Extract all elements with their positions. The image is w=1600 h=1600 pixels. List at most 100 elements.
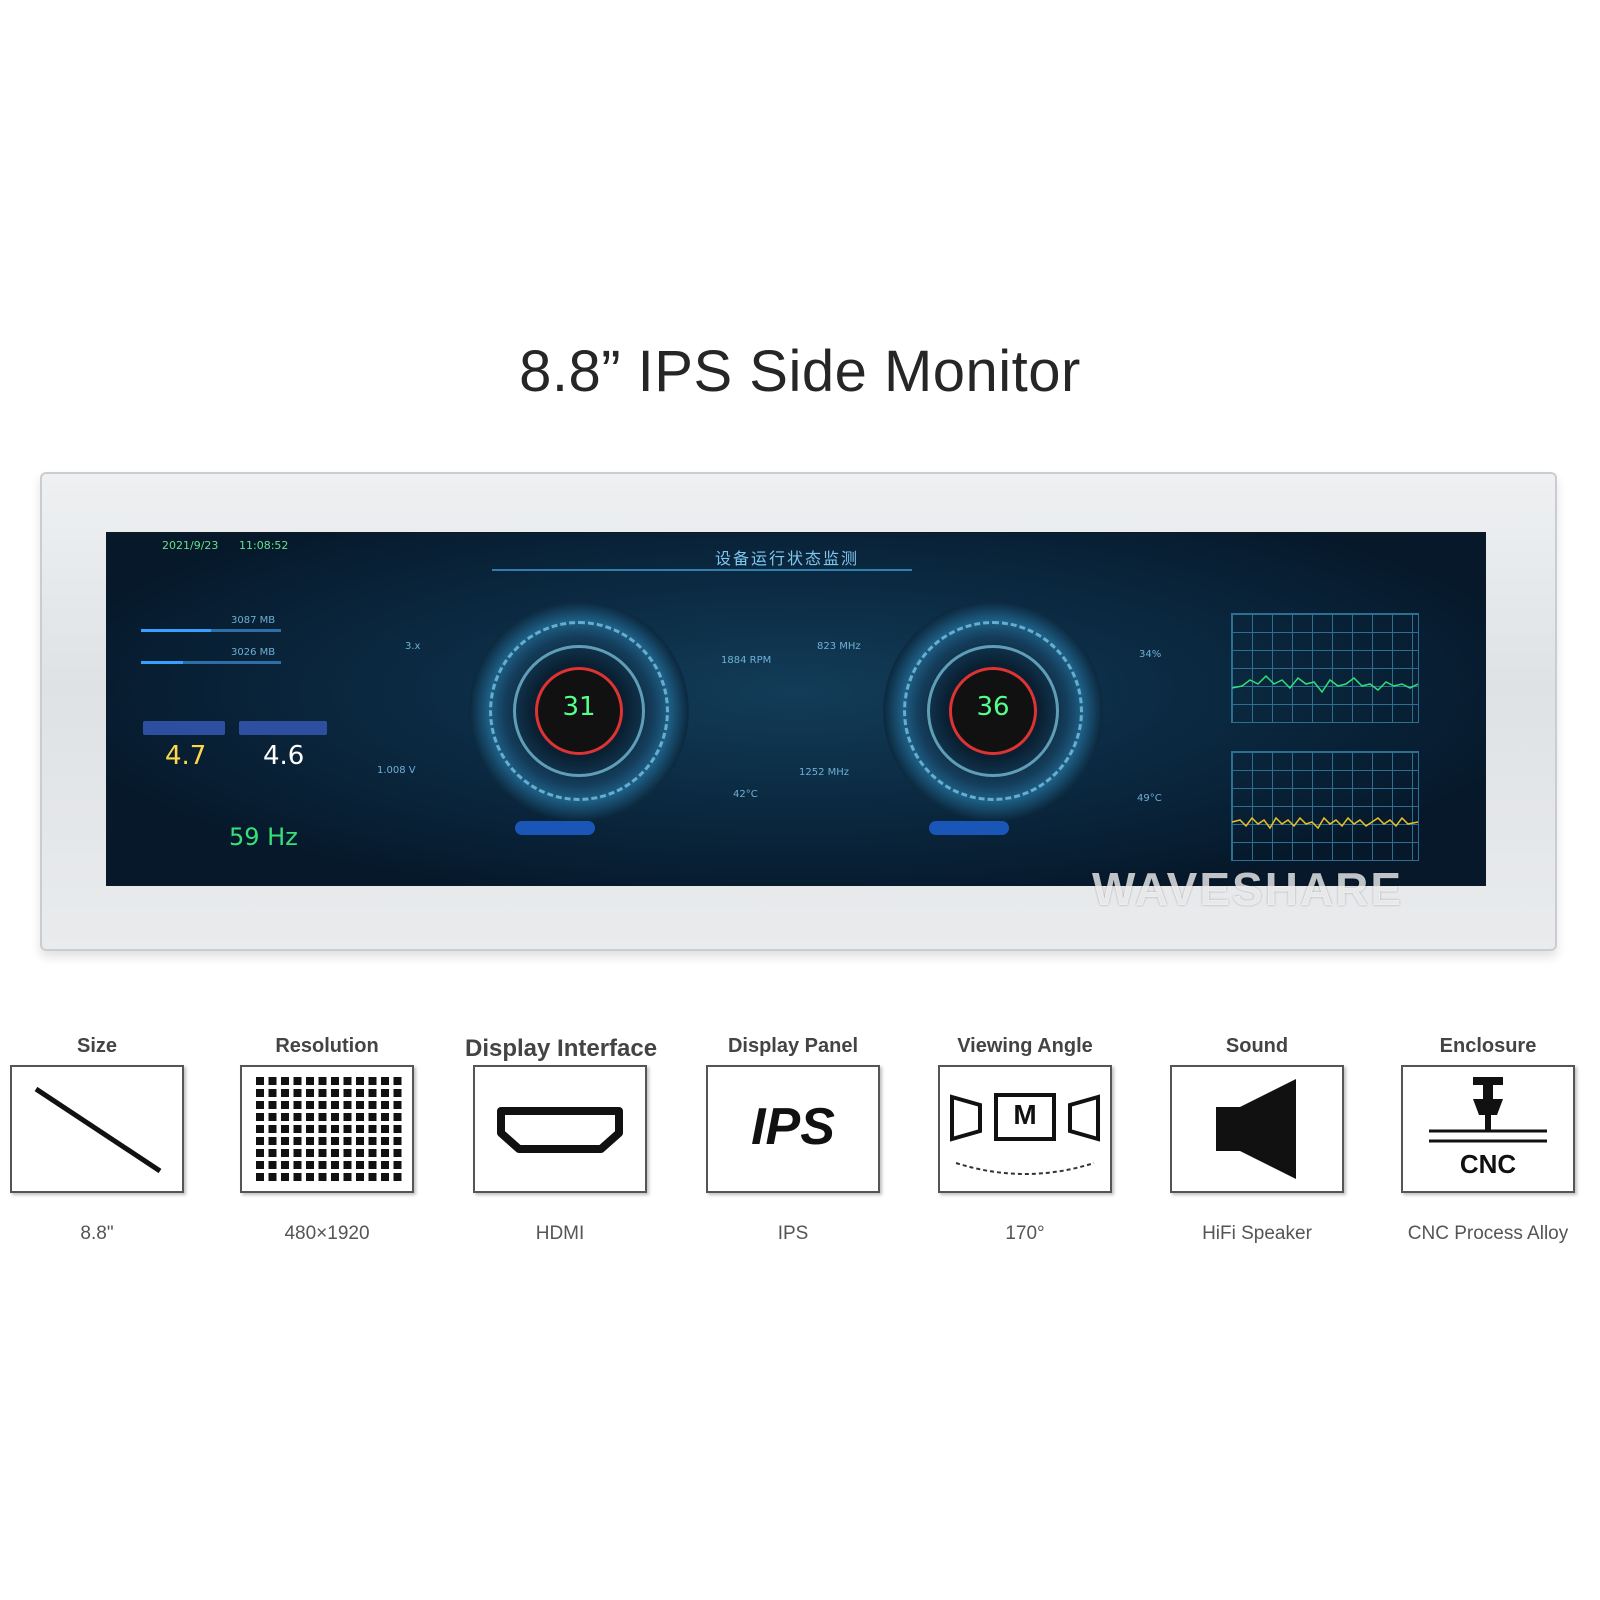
screen-time: 11:08:52: [239, 539, 289, 552]
memory-bar-2: [141, 661, 281, 664]
screen-date: 2021/9/23: [162, 539, 219, 552]
refresh-rate: 59 Hz: [229, 823, 298, 851]
monitor-bezel: 2021/9/23 11:08:52 设备运行状态监测 3087 MB 3026…: [40, 472, 1557, 951]
pixel-dot: [306, 1125, 314, 1133]
pixel-dot: [293, 1113, 302, 1121]
pixel-dot: [356, 1113, 364, 1121]
spec-enclosure-label: Enclosure: [1439, 1035, 1537, 1057]
pixel-dot: [281, 1125, 289, 1133]
gpu-usage-graph: [1231, 751, 1419, 861]
gpu-usage-value: 34%: [1139, 649, 1162, 660]
pixel-dot: [331, 1149, 339, 1157]
pixel-dot: [293, 1137, 302, 1145]
pixel-dot: [256, 1149, 264, 1157]
pixel-dot: [256, 1137, 264, 1145]
spec-resolution-label: Resolution: [275, 1035, 379, 1057]
pixel-dot: [268, 1137, 277, 1145]
pixel-dot: [318, 1089, 327, 1097]
pixel-dot: [281, 1161, 289, 1169]
pixel-dot: [356, 1101, 364, 1109]
pixel-dot: [256, 1089, 264, 1097]
pixel-dot: [343, 1173, 352, 1181]
pixel-dot: [343, 1149, 352, 1157]
pixel-dot: [381, 1113, 389, 1121]
pixel-dot: [368, 1149, 377, 1157]
pixel-dot: [393, 1149, 402, 1157]
viewing-angle-icon: M: [938, 1065, 1112, 1193]
gpu-gauge-ring-inner: [927, 645, 1059, 777]
cnc-icon: CNC: [1401, 1065, 1575, 1193]
pixel-dot: [393, 1125, 402, 1133]
pixel-dot: [381, 1077, 389, 1085]
pixel-dot: [318, 1173, 327, 1181]
gpu-gauge-ring-outer: [903, 621, 1083, 801]
spec-size-label: Size: [76, 1035, 118, 1057]
pixel-dot: [306, 1161, 314, 1169]
diagonal-line-icon: [10, 1065, 184, 1193]
pixel-dot: [281, 1149, 289, 1157]
mem-used-value: 3087 MB: [231, 615, 276, 626]
pixel-dot: [281, 1101, 289, 1109]
spec-viewing-angle-value: 170°: [1005, 1223, 1045, 1244]
cpu-gauge-ring-outer: [489, 621, 669, 801]
spec-size-value: 8.8": [80, 1223, 114, 1244]
ips-text-icon: IPS: [706, 1065, 880, 1193]
pixel-dot: [331, 1173, 339, 1181]
pixel-dot: [306, 1113, 314, 1121]
pixel-dot: [306, 1173, 314, 1181]
pixel-dot: [381, 1101, 389, 1109]
pixel-dot: [318, 1077, 327, 1085]
pixel-grid-icon: [240, 1065, 414, 1193]
spec-interface-label: Display Interface: [465, 1035, 658, 1062]
cpu-temp-value: 42°C: [733, 789, 758, 800]
pixel-dot: [318, 1101, 327, 1109]
spec-resolution: Resolution 480×1920: [232, 1035, 422, 1245]
pixel-dot: [268, 1101, 277, 1109]
spec-panel-value: IPS: [777, 1223, 809, 1244]
pixel-dot: [281, 1173, 289, 1181]
cpu-fan-value: 1884 RPM: [721, 655, 772, 666]
pixel-dot: [393, 1137, 402, 1145]
spec-resolution-value: 480×1920: [284, 1223, 370, 1244]
spec-enclosure-value: CNC Process Alloy: [1407, 1223, 1569, 1244]
pixel-dot: [331, 1125, 339, 1133]
pixel-dot: [268, 1173, 277, 1181]
pixel-dot: [268, 1089, 277, 1097]
pixel-dot: [256, 1161, 264, 1169]
pixel-dot: [393, 1161, 402, 1169]
cpu-gauge-ring-inner: [513, 645, 645, 777]
pixel-dot: [306, 1077, 314, 1085]
cpu-gauge: 31: [469, 601, 689, 821]
pixel-dot: [356, 1137, 364, 1145]
spec-interface: Display Interface HDMI: [465, 1035, 658, 1245]
pixel-dot: [343, 1161, 352, 1169]
pixel-dot: [256, 1101, 264, 1109]
pixel-dot: [306, 1149, 314, 1157]
upload-badge: [239, 721, 327, 735]
pixel-dot: [318, 1161, 327, 1169]
spec-enclosure: Enclosure CNC CNC Process Alloy: [1393, 1035, 1583, 1245]
memory-bar-1: [141, 629, 281, 632]
pixel-dot: [256, 1173, 264, 1181]
spec-panel-label: Display Panel: [727, 1035, 859, 1057]
cpu-usage-line: [1232, 674, 1418, 694]
cnc-icon-text: CNC: [1459, 1149, 1517, 1179]
gpu-mem-clock-value: 1252 MHz: [799, 767, 850, 778]
pixel-dot: [356, 1077, 364, 1085]
pixel-dot: [393, 1113, 402, 1121]
pixel-dot: [306, 1137, 314, 1145]
gpu-gauge-value: 36: [976, 692, 1010, 722]
pixel-dot: [293, 1161, 302, 1169]
pixel-dot: [318, 1125, 327, 1133]
pixel-dot: [331, 1089, 339, 1097]
gpu-gauge-center: 36: [949, 667, 1037, 755]
ips-icon-text: IPS: [751, 1098, 835, 1156]
pixel-dot: [318, 1137, 327, 1145]
pixel-dot: [293, 1077, 302, 1085]
pixel-dot: [331, 1113, 339, 1121]
screen-header-bar: [492, 541, 912, 571]
speaker-icon: [1170, 1065, 1344, 1193]
pixel-dot: [293, 1149, 302, 1157]
gpu-gauge-tag: [929, 821, 1009, 835]
pixel-dot: [381, 1161, 389, 1169]
